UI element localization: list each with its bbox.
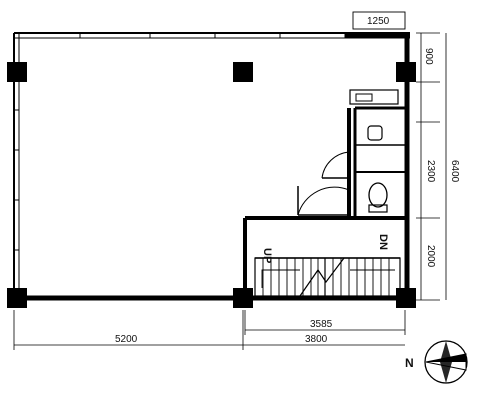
dim-bottom-3585: 3585 xyxy=(310,319,333,330)
dim-right-2000: 2000 xyxy=(425,245,436,268)
dim-right-2300: 2300 xyxy=(425,160,436,183)
service-core xyxy=(297,89,405,218)
dim-top-1250: 1250 xyxy=(367,16,390,27)
dim-bottom-5200: 5200 xyxy=(115,334,138,345)
dim-right-900: 900 xyxy=(423,48,434,65)
dimension-lines xyxy=(13,11,447,350)
north-compass xyxy=(424,340,468,384)
dim-bottom-3800: 3800 xyxy=(305,334,328,345)
stair-down-label: DN xyxy=(377,234,389,250)
stair-up-label: UP xyxy=(261,248,273,263)
exterior-walls xyxy=(13,32,410,301)
dim-right-6400: 6400 xyxy=(449,160,460,183)
stair-enclosure xyxy=(243,216,405,298)
compass-north-label: N xyxy=(405,356,414,370)
